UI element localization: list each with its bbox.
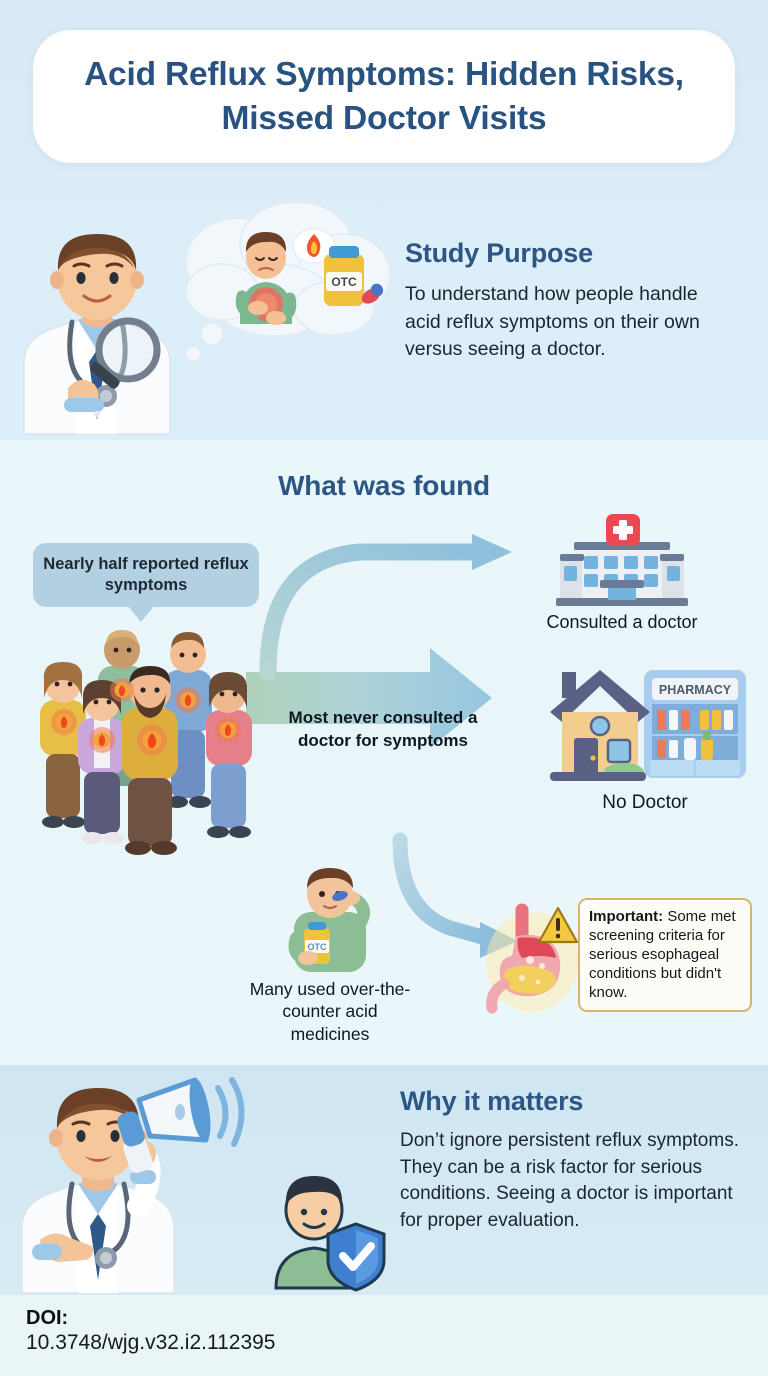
important-text: Some met screening criteria for serious … (589, 908, 736, 1002)
study-purpose-heading: Study Purpose (405, 238, 593, 268)
person-lilac-woman (78, 680, 126, 844)
important-label: Important: (589, 908, 664, 925)
why-it-matters-heading: Why it matters (400, 1086, 584, 1116)
heartburn-flame-badges (51, 678, 241, 755)
doi-value: 10.3748/wjg.v32.i2.112395 (26, 1331, 276, 1355)
consulted-doctor-group: Consulted a doctor (522, 512, 722, 633)
person-right-woman (206, 672, 252, 838)
what-was-found-heading: What was found (278, 470, 490, 501)
megaphone-icon (117, 1077, 245, 1174)
study-purpose-block: Study Purpose To understand how people h… (405, 238, 735, 364)
hospital-icon (556, 514, 688, 606)
doctor-megaphone-illustration (10, 1077, 260, 1294)
otc-medicines-group: OTC Many used over-the-counter acid medi… (246, 866, 414, 1045)
study-purpose-body: To understand how people handle acid ref… (405, 283, 700, 361)
flame-icon (292, 228, 336, 264)
page-title: Acid Reflux Symptoms: Hidden Risks, Miss… (84, 55, 684, 137)
otc-bottle-label: OTC (331, 275, 357, 289)
title-card: Acid Reflux Symptoms: Hidden Risks, Miss… (33, 30, 735, 163)
section-footer-background (0, 1295, 768, 1376)
thought-bubble-illustration: OTC (166, 196, 396, 386)
doi-label: DOI: (26, 1307, 69, 1329)
callout-nearly-half: Nearly half reported reflux symptoms (33, 543, 259, 622)
otc-label: Many used over-the-counter acid medicine… (249, 979, 411, 1044)
why-it-matters-block: Why it matters Don’t ignore persistent r… (400, 1086, 752, 1234)
important-warning-box: Important: Some met screening criteria f… (578, 898, 752, 1013)
arrow-to-hospital (259, 534, 512, 681)
no-doctor-group: PHARMACY (538, 660, 752, 814)
person-taking-pill-icon: OTC (288, 868, 370, 972)
flow-arrows-layer (246, 534, 518, 958)
arrow-main-label: Most never consulted a doctor for sympto… (288, 708, 478, 751)
pharmacy-sign-label: PHARMACY (659, 683, 732, 697)
doctor-with-magnifier-illustration (6, 222, 192, 435)
home-pharmacy-icon: PHARMACY (550, 670, 746, 781)
protected-person-illustration (258, 1168, 388, 1293)
callout-text: Nearly half reported reflux symptoms (43, 555, 249, 594)
shield-check-icon (326, 1222, 386, 1292)
why-it-matters-body: Don’t ignore persistent reflux symptoms.… (400, 1130, 739, 1231)
crowd-with-heartburn-illustration (14, 622, 260, 855)
no-doctor-label: No Doctor (602, 792, 688, 813)
doi-block: DOI: 10.3748/wjg.v32.i2.112395 (26, 1306, 275, 1356)
warning-triangle-icon (537, 906, 579, 944)
arrow-most-never-consulted (246, 648, 492, 748)
consulted-doctor-label: Consulted a doctor (546, 612, 698, 632)
otc-label-small: OTC (308, 942, 327, 952)
what-was-found-heading-wrap: What was found (0, 470, 768, 502)
otc-bottle-icon: OTC (324, 246, 384, 306)
stomach-acid-illustration (482, 900, 582, 1020)
